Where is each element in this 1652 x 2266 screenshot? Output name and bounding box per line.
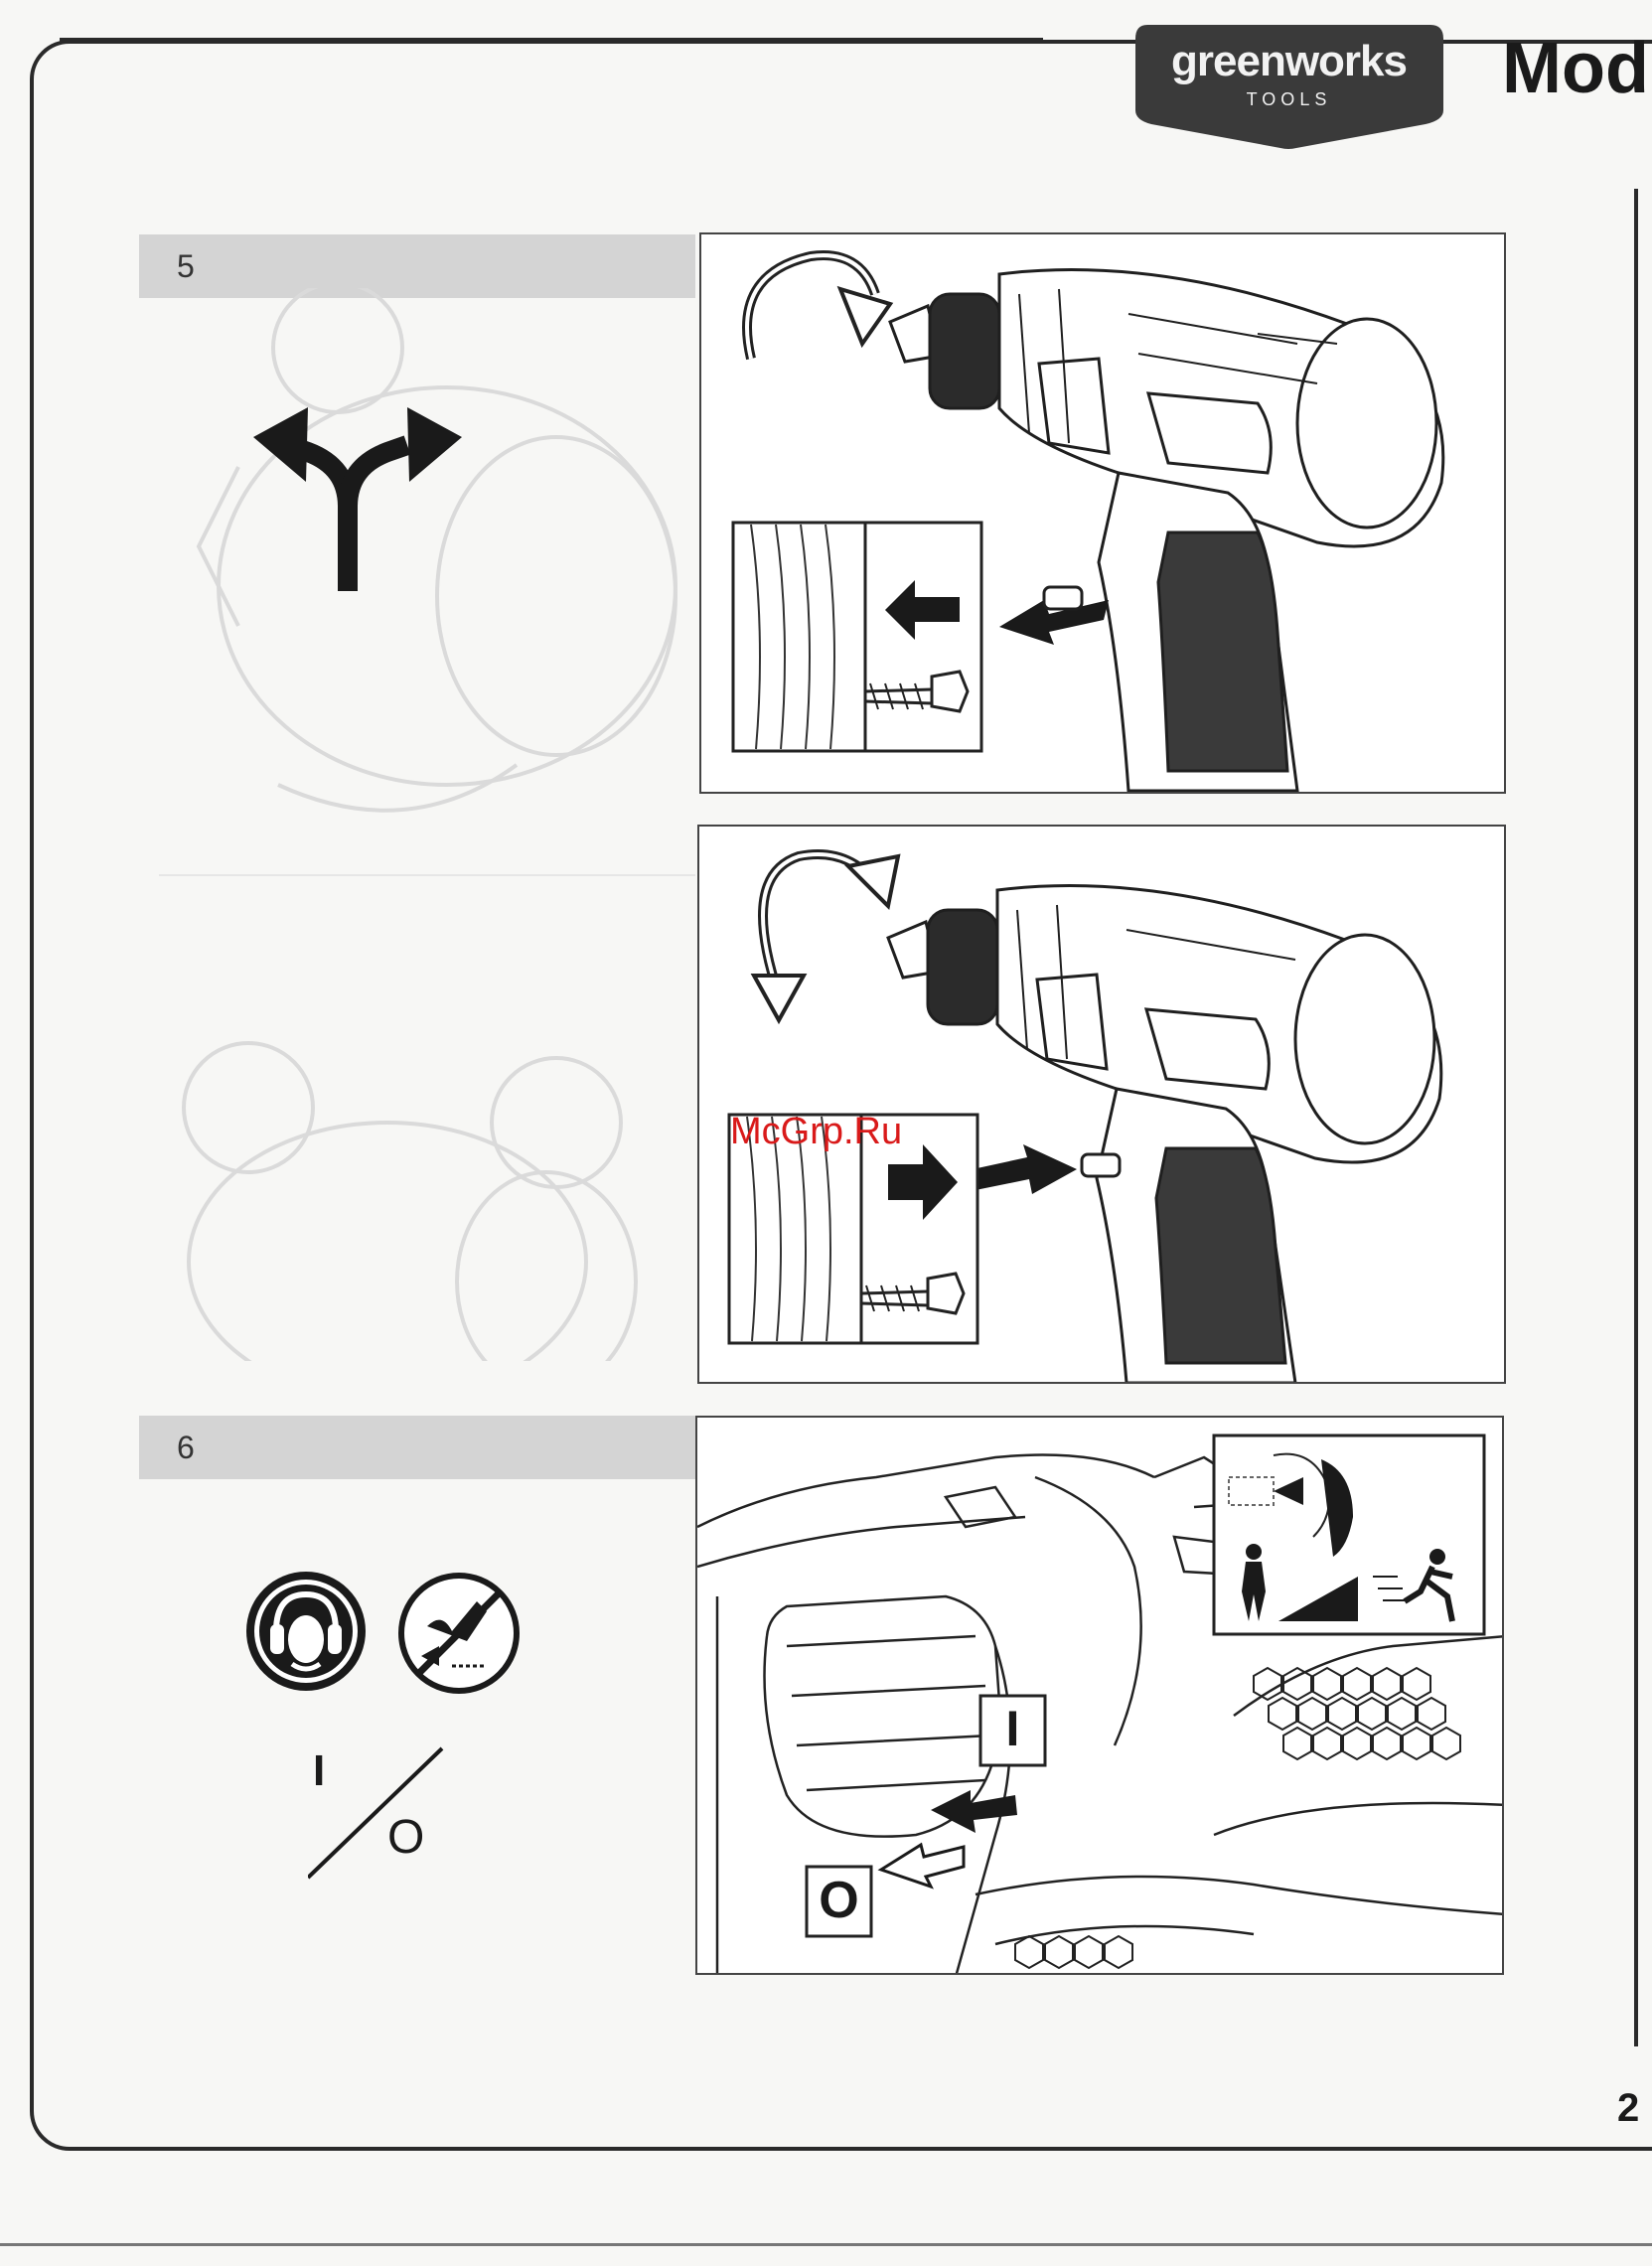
illustration-panel-reverse — [697, 825, 1506, 1384]
pull-arrow-icon — [881, 1845, 964, 1887]
brand-logo: greenworks TOOLS — [1127, 15, 1450, 154]
rotation-arrow-icon — [754, 854, 898, 1020]
inset-warning — [1214, 1435, 1484, 1634]
switch-on-glyph: I — [980, 1700, 1045, 1757]
section-bar-6: 6 — [139, 1416, 695, 1479]
ghost-illustration-2 — [159, 1033, 715, 1361]
switch-off-glyph: O — [807, 1871, 871, 1930]
illustration-panel-forward — [699, 232, 1506, 794]
brand-subtitle: TOOLS — [1127, 89, 1450, 110]
no-spray-icon — [397, 1572, 521, 1695]
ear-protection-icon — [244, 1570, 368, 1693]
right-rule — [1634, 189, 1638, 2046]
watermark: McGrp.Ru — [730, 1111, 902, 1153]
inset-screw-out — [733, 523, 981, 751]
direction-fork-icon — [248, 397, 467, 596]
on-off-switch-icon: I O — [308, 1746, 467, 1895]
scan-edge — [0, 2243, 1652, 2246]
switch-off-label: O — [387, 1810, 424, 1865]
page-number: 2 — [1617, 2086, 1639, 2131]
running-person-icon — [1429, 1549, 1445, 1565]
top-rule — [60, 38, 1043, 42]
illustration-panel-switch: I O — [695, 1416, 1504, 1975]
section-number: 6 — [177, 1430, 195, 1466]
section-number: 5 — [177, 248, 195, 285]
brand-name: greenworks — [1127, 37, 1450, 86]
push-arrow-icon — [966, 1144, 1077, 1194]
rotation-arrow-icon — [747, 255, 890, 359]
page-title: Mod — [1502, 28, 1649, 109]
